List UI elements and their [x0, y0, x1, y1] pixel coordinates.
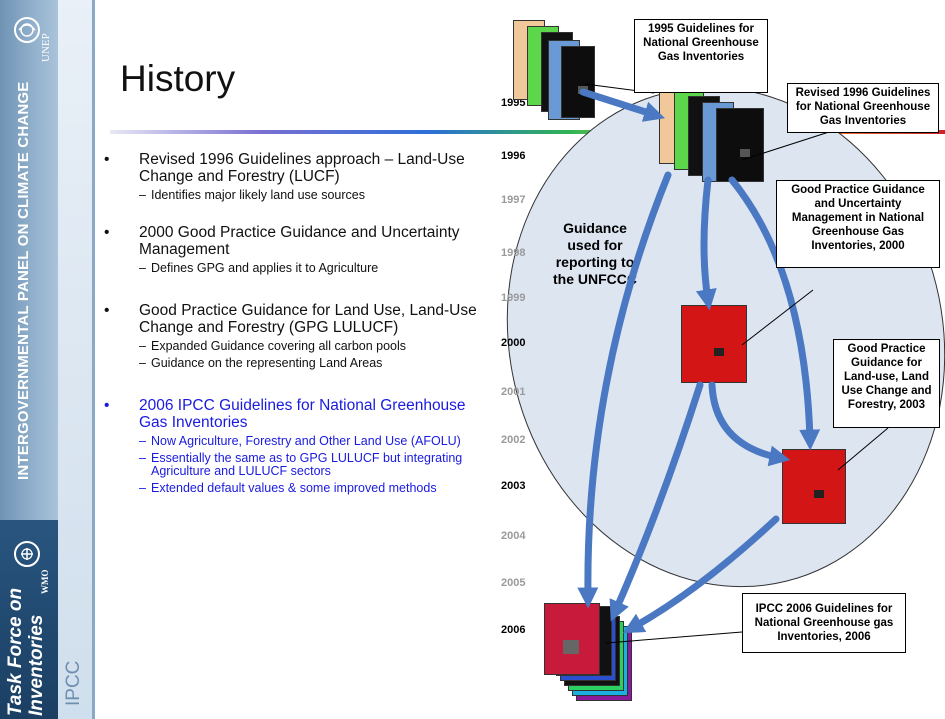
- report-cover-2000: [681, 305, 747, 383]
- bullet-text: Good Practice Guidance for Land Use, Lan…: [139, 302, 477, 336]
- sidebar-light-strip: [58, 0, 93, 719]
- bullet-item: • Revised 1996 Guidelines approach – Lan…: [104, 151, 489, 185]
- year-label: 2006: [501, 624, 526, 636]
- year-label: 2005: [501, 577, 526, 589]
- bullet-list: • Revised 1996 Guidelines approach – Lan…: [104, 151, 489, 495]
- bullet-marker: •: [104, 397, 110, 414]
- sub-bullet-item: – Essentially the same as to GPG LULUCF …: [104, 452, 489, 478]
- title-rainbow-rule: [110, 130, 945, 134]
- bullet-marker: •: [104, 302, 110, 319]
- arrow-2000-to-2003: [708, 381, 791, 467]
- sub-bullet-text: Defines GPG and applies it to Agricultur…: [151, 261, 379, 275]
- year-label: 1996: [501, 150, 526, 162]
- arrow-1996-to-2006: [577, 171, 672, 609]
- sub-bullet-item: – Identifies major likely land use sourc…: [104, 189, 489, 202]
- report-cover-1996: [716, 108, 764, 182]
- year-label: 2000: [501, 337, 526, 349]
- bullet-text: 2000 Good Practice Guidance and Uncertai…: [139, 224, 460, 258]
- sub-bullet-text: Guidance on the representing Land Areas: [151, 356, 383, 370]
- wmo-logo-icon: [14, 541, 40, 567]
- bullet-text: Revised 1996 Guidelines approach – Land-…: [139, 151, 465, 185]
- pointer-2000: [741, 289, 814, 346]
- bullet-item-highlighted: • 2006 IPCC Guidelines for National Gree…: [104, 397, 489, 431]
- callout-revised-1996-guidelines: Revised 1996 Guidelines for National Gre…: [787, 83, 939, 133]
- sub-bullet-marker: –: [139, 481, 146, 495]
- sub-bullet-item: – Extended default values & some improve…: [104, 482, 489, 495]
- year-label: 2001: [501, 386, 526, 398]
- pointer-1996: [741, 131, 830, 161]
- sidebar-divider: [92, 0, 95, 719]
- arrow-1996-to-2003: [728, 176, 821, 451]
- bullet-marker: •: [104, 224, 110, 241]
- sub-bullet-text: Identifies major likely land use sources: [151, 188, 365, 202]
- bullet-marker: •: [104, 151, 110, 168]
- sub-bullet-item: – Now Agriculture, Forestry and Other La…: [104, 435, 489, 448]
- bullet-item: • Good Practice Guidance for Land Use, L…: [104, 302, 489, 336]
- sub-bullet-text: Expanded Guidance covering all carbon po…: [151, 339, 407, 353]
- year-label: 2004: [501, 530, 526, 542]
- arrow-1996-to-2000: [695, 176, 717, 311]
- sub-bullet-marker: –: [139, 451, 146, 465]
- year-label: 2002: [501, 434, 526, 446]
- sidebar: INTERGOVERNMENTAL PANEL ON CLIMATE CHANG…: [0, 0, 93, 719]
- sidebar-dark-block: [0, 520, 58, 719]
- sub-bullet-item: – Guidance on the representing Land Area…: [104, 357, 489, 370]
- guidance-label: Guidance used for reporting to the UNFCC…: [553, 220, 637, 287]
- year-label: 1998: [501, 247, 526, 259]
- sub-bullet-marker: –: [139, 188, 146, 202]
- sub-bullet-marker: –: [139, 339, 146, 353]
- sub-bullet-item: – Defines GPG and applies it to Agricult…: [104, 262, 489, 275]
- bullet-text: 2006 IPCC Guidelines for National Greenh…: [139, 397, 466, 431]
- year-label: 2003: [501, 480, 526, 492]
- pointer-2003: [837, 427, 889, 471]
- sub-bullet-marker: –: [139, 434, 146, 448]
- sub-bullet-text: Essentially the same as to GPG LULUCF bu…: [151, 451, 463, 478]
- bullet-item: • 2000 Good Practice Guidance and Uncert…: [104, 224, 489, 258]
- callout-ipcc-2006-guidelines: IPCC 2006 Guidelines for National Greenh…: [742, 593, 906, 653]
- callout-1995-guidelines: 1995 Guidelines for National Greenhouse …: [634, 19, 768, 93]
- arrow-2003-to-2006: [622, 515, 780, 634]
- sub-bullet-text: Now Agriculture, Forestry and Other Land…: [151, 434, 461, 448]
- report-cover-2006: [544, 603, 600, 675]
- year-label: 1999: [501, 292, 526, 304]
- report-cover-2003: [782, 449, 846, 524]
- pointer-2006: [605, 631, 743, 644]
- year-label: 1995: [501, 97, 526, 109]
- unep-logo-icon: [14, 17, 40, 43]
- page-title: History: [120, 58, 236, 99]
- callout-gpg-2000: Good Practice Guidance and Uncertainty M…: [776, 180, 940, 268]
- sub-bullet-item: – Expanded Guidance covering all carbon …: [104, 340, 489, 353]
- arrow-2000-to-2006: [609, 381, 704, 622]
- sub-bullet-marker: –: [139, 356, 146, 370]
- year-label: 1997: [501, 194, 526, 206]
- sub-bullet-marker: –: [139, 261, 146, 275]
- arrow-1995-to-1996: [579, 88, 666, 122]
- callout-gpg-lulucf-2003: Good Practice Guidance for Land-use, Lan…: [833, 339, 940, 428]
- sub-bullet-text: Extended default values & some improved …: [151, 481, 437, 495]
